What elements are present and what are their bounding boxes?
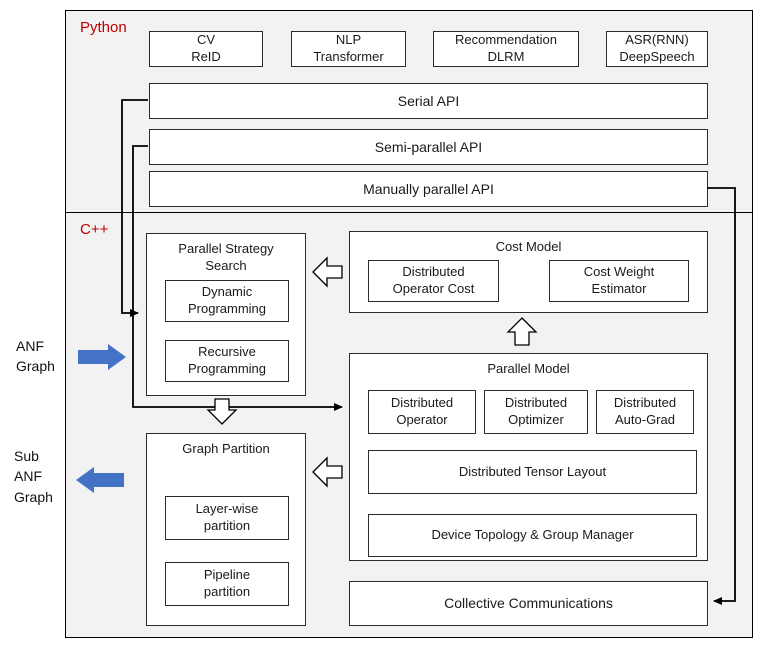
- anf-graph-label: ANF Graph: [16, 338, 55, 375]
- cpp-section: C++ Parallel Strategy Search Dynamic Pro…: [66, 213, 752, 639]
- distributed-operator-cost-box: Distributed Operator Cost: [368, 260, 499, 302]
- cpp-section-label: C++: [80, 221, 109, 238]
- framework-outline: Python CV ReID NLP Transformer Recommend…: [65, 10, 753, 638]
- python-section-label: Python: [80, 19, 127, 36]
- device-topology-group-manager-box: Device Topology & Group Manager: [368, 514, 697, 557]
- cost-weight-estimator-box: Cost Weight Estimator: [549, 260, 689, 302]
- pipeline-partition-box: Pipeline partition: [165, 562, 289, 606]
- distributed-tensor-layout-box: Distributed Tensor Layout: [368, 450, 697, 494]
- recursive-programming-box: Recursive Programming: [165, 340, 289, 382]
- graph-partition-box: Graph Partition Layer-wise partition Pip…: [146, 433, 306, 626]
- distributed-optimizer-box: Distributed Optimizer: [484, 390, 588, 434]
- serial-api-bar: Serial API: [149, 83, 708, 119]
- cost-model-box: Cost Model Distributed Operator Cost Cos…: [349, 231, 708, 313]
- layer-wise-partition-box: Layer-wise partition: [165, 496, 289, 540]
- app-box-nlp-transformer: NLP Transformer: [291, 31, 406, 67]
- dynamic-programming-box: Dynamic Programming: [165, 280, 289, 322]
- sub-anf-graph-label: Sub ANF Graph: [14, 448, 53, 505]
- distributed-auto-grad-box: Distributed Auto-Grad: [596, 390, 694, 434]
- parallel-strategy-search-box: Parallel Strategy Search Dynamic Program…: [146, 233, 306, 396]
- distributed-operator-box: Distributed Operator: [368, 390, 476, 434]
- parallel-strategy-search-title: Parallel Strategy Search: [178, 241, 274, 273]
- app-box-recommendation-dlrm: Recommendation DLRM: [433, 31, 579, 67]
- graph-partition-title: Graph Partition: [182, 441, 270, 456]
- app-box-asr-deepspeech: ASR(RNN) DeepSpeech: [606, 31, 708, 67]
- semi-parallel-api-bar: Semi-parallel API: [149, 129, 708, 165]
- collective-communications-box: Collective Communications: [349, 581, 708, 626]
- manually-parallel-api-bar: Manually parallel API: [149, 171, 708, 207]
- parallel-model-box: Parallel Model Distributed Operator Dist…: [349, 353, 708, 561]
- parallel-model-title: Parallel Model: [487, 361, 570, 376]
- app-box-cv-reid: CV ReID: [149, 31, 263, 67]
- cost-model-title: Cost Model: [495, 239, 562, 254]
- python-section: Python CV ReID NLP Transformer Recommend…: [66, 11, 752, 213]
